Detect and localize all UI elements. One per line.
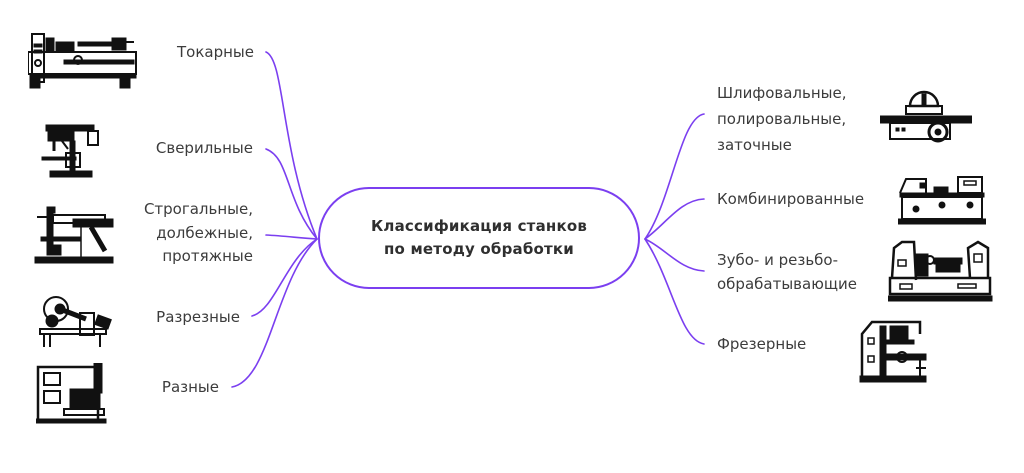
connector-strogalnye [265,234,318,240]
label-line: протяжные [162,247,253,265]
branch-label-sverilnye: Сверильные [156,137,253,160]
combined-machine-icon [898,175,986,227]
cutting-saw-machine-icon [38,293,118,349]
gear-thread-machine-icon [888,240,994,304]
label-line: долбежные, [156,223,253,242]
label-line: заточные [717,136,792,154]
connector-raznye [231,238,318,388]
branch-label-strogalnye: Строгальные, долбежные, протяжные [144,198,253,269]
label-line: Строгальные, [143,200,253,218]
branch-label-zubo: Зубо- и резьбо- обрабатывающие [717,248,857,296]
branch-label-tokarnye: Токарные [177,41,254,64]
lathe-machine-icon [28,30,140,90]
connector-shlifovalnye [644,113,705,240]
label-line: полировальные, [717,110,847,128]
drilling-machine-icon [40,123,102,179]
connector-tokarnye [265,51,318,240]
branch-label-raznye: Разные [162,376,219,399]
center-title-line2: по методу обработки [383,240,575,258]
branch-label-shlifovalnye: Шлифовальные, полировальные, заточные [717,80,847,158]
connector-sverilnye [265,148,318,240]
planing-machine-icon [33,205,117,267]
label-line: Разрезные [156,308,240,326]
branch-label-frezernye: Фрезерные [717,333,806,356]
label-line: Сверильные [155,139,253,157]
branch-label-kombinirovannye: Комбинированные [717,188,864,211]
connector-frezernye [644,238,705,345]
label-line: Токарные [177,43,254,61]
label-line: обрабатывающие [717,275,857,293]
connector-zubo [644,238,705,272]
label-line: Шлифовальные, [717,84,847,102]
grinding-machine-icon [880,88,972,146]
center-node: Классификация станков по методу обработк… [318,187,640,289]
label-line: Фрезерные [717,335,807,353]
connector-kombinirovannye [644,198,705,240]
center-title-line1: Классификация станков [370,217,588,235]
label-line: Зубо- и резьбо- [717,251,839,269]
misc-machine-icon [36,363,112,425]
connector-razreznye [251,238,318,317]
milling-machine-icon [858,318,930,384]
label-line: Комбинированные [717,190,865,208]
branch-label-razreznye: Разрезные [156,306,240,329]
label-line: Разные [161,378,219,396]
